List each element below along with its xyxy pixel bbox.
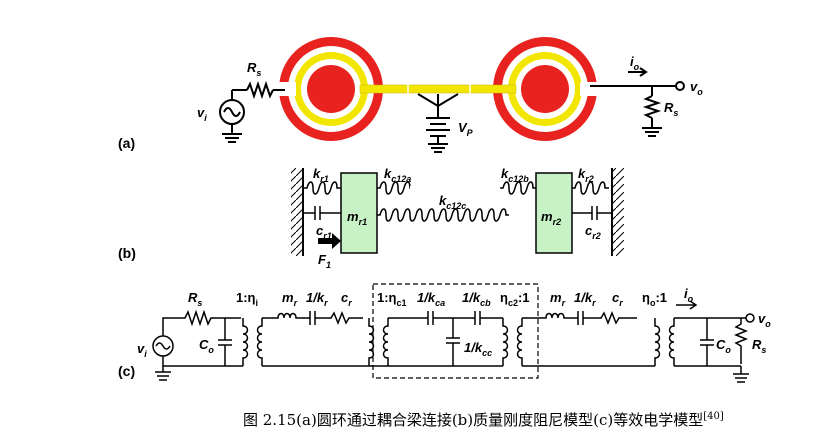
c-co2-label: Co [716,337,731,355]
left-ring-resonator [276,37,383,141]
rs-out-label: Rs [664,100,678,118]
panel-a: (a) [118,37,703,153]
cr2-label: cr2 [585,223,601,241]
figure-caption: 图 2.15(a)圆环通过耦合梁连接(b)质量刚度阻尼模型(c)等效电学模型[4… [243,411,724,429]
spring-kr2 [572,181,609,195]
output-terminal [745,313,755,323]
transformer-c1-primary [368,318,375,366]
c-rs-label: Rs [188,290,202,308]
transformer-c2-primary [502,318,509,366]
right-wall [612,168,624,256]
vp-label: VP [458,120,474,138]
c-co-label: Co [199,337,214,355]
c-kcb-label: 1/kcb [462,290,491,308]
panel-a-tag: (a) [118,135,135,151]
c-vo-label: vo [758,311,771,329]
c-cr-label: cr [341,290,352,308]
input-source [219,80,285,143]
spring-kc12b [500,181,536,195]
panel-b-tag: (b) [118,245,136,261]
rs-in-label: Rs [247,60,261,78]
transformer-c1-secondary [382,318,389,366]
transformer-1-secondary [256,318,263,366]
c-kr2-label: 1/kr [574,290,596,308]
c-mr-label: mr [282,290,298,308]
coupling-beam [359,84,517,94]
c-cr2-label: cr [612,290,623,308]
c-vi-label: vi [137,341,147,359]
spring-kr1 [303,181,341,195]
cr1-label: cr1 [316,223,332,241]
kc12a-label: kc12a [384,166,411,184]
damper-cr1 [303,206,341,220]
c-rs2-label: Rs [752,337,766,355]
series-rlc-right [522,310,655,367]
output-network [590,67,685,137]
panel-c-tag: (c) [118,363,135,379]
c-t1-label: 1:ηi [236,290,258,308]
c-tc2-label: ηc2:1 [500,290,530,308]
c-tc1-label: 1:ηc1 [377,290,407,308]
c-io-label: io [684,286,694,304]
transformer-c2-secondary [516,318,523,366]
mass-mr2 [535,172,573,254]
c-mr2-label: mr [550,290,566,308]
output-network-c [674,317,749,374]
transformer-out-primary [654,318,661,366]
bias-anchor [417,93,459,153]
source-vi [152,335,174,357]
spring-kc12a [377,181,414,195]
c-kcc-label: 1/kcc [464,340,492,358]
mass-mr1 [340,172,378,254]
coupling-network-box [372,283,539,379]
vo-label: vo [690,79,703,97]
kc12c-label: kc12c [439,193,466,211]
kc12b-label: kc12b [501,166,529,184]
mr2-label: mr2 [541,209,561,227]
kr1-label: kr1 [313,166,329,184]
f1-label: F1 [318,252,331,270]
transformer-out-secondary [668,318,675,366]
right-ring-resonator [493,37,600,141]
mr1-label: mr1 [347,209,367,227]
transformer-1-primary [242,318,249,366]
damper-cr2 [572,206,612,220]
c-kca-label: 1/kca [417,290,445,308]
capacitor-co [218,318,232,366]
series-rlc-left [262,310,388,367]
kr2-label: kr2 [578,166,594,184]
panel-b: (b) mr1 mr2 kr1 kc12a kc12b [118,166,624,270]
left-wall [291,168,303,256]
panel-c: (c) [118,283,771,383]
io-label: io [630,54,640,72]
c-to-label: ηo:1 [642,290,667,308]
c-kr-label: 1/kr [306,290,328,308]
force-arrow-f1 [318,233,341,249]
spring-kc12c [377,208,509,222]
vi-label: vi [197,105,207,123]
coupling-caps [388,311,503,367]
